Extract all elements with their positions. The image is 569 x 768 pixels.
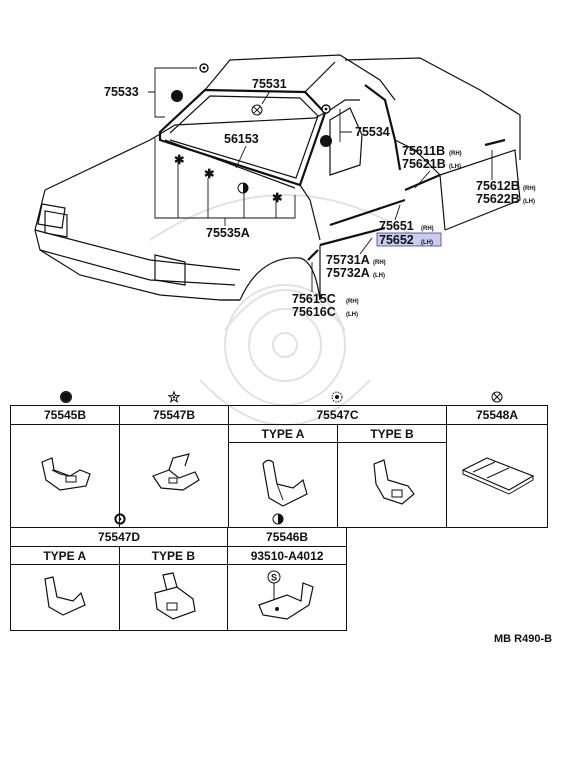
svg-text:75531: 75531 xyxy=(252,77,287,91)
col-75546b-code: 75546B xyxy=(227,527,347,547)
svg-text:(RH): (RH) xyxy=(523,186,536,192)
col-75547d-type-a: TYPE A xyxy=(10,546,120,565)
part-75547d-type-a-image xyxy=(10,564,120,631)
col-75547c-code: 75547C xyxy=(228,405,447,425)
svg-text:(LH): (LH) xyxy=(449,164,461,170)
callout-75535A: 75535A xyxy=(206,218,250,240)
svg-text:(LH): (LH) xyxy=(421,240,433,246)
part-75548a-image xyxy=(446,424,548,528)
part-75545b-image xyxy=(10,424,120,528)
svg-text:(RH): (RH) xyxy=(346,299,359,305)
ring-dot-icon xyxy=(114,513,126,525)
svg-text:75612B: 75612B xyxy=(476,179,520,193)
callout-75615C: 75615C (RH) 75616C (LH) xyxy=(292,262,359,319)
half-circle-icon xyxy=(272,513,284,525)
svg-text:(LH): (LH) xyxy=(373,273,385,279)
svg-text:75621B: 75621B xyxy=(402,157,446,171)
svg-text:75732A: 75732A xyxy=(326,266,370,280)
svg-text:(RH): (RH) xyxy=(449,151,462,157)
svg-text:✱: ✱ xyxy=(272,191,283,205)
diagram-reference-code: MB R490-B xyxy=(494,633,553,645)
callout-75651: 75651 (RH) 75652 (LH) xyxy=(376,204,442,247)
col-75547d-code: 75547D xyxy=(9,527,229,547)
callout-75533: 75533 xyxy=(104,63,209,118)
svg-text:S: S xyxy=(271,573,277,583)
col-75547d-type-b: TYPE B xyxy=(118,546,229,565)
svg-text:75652: 75652 xyxy=(379,233,414,247)
svg-text:75611B: 75611B xyxy=(402,144,445,158)
callout-56153: 56153 xyxy=(224,132,259,169)
svg-text:75533: 75533 xyxy=(104,85,139,99)
col-75545b-code: 75545B xyxy=(10,405,120,425)
callout-75731A: 75731A (RH) 75732A (LH) xyxy=(326,237,386,280)
svg-text:75731A: 75731A xyxy=(326,253,370,267)
svg-text:75535A: 75535A xyxy=(206,226,250,240)
fastener-table-1: 75545B 75547B 75547C 75548A TYPE A TYPE … xyxy=(10,405,548,528)
svg-text:75534: 75534 xyxy=(355,125,390,139)
fastener-table-2: 75547D 75546B TYPE A TYPE B 93510-A4012 … xyxy=(9,527,347,631)
truck-illustration: ✱ ✱ ✱ xyxy=(34,54,521,301)
callout-75612B: 75612B (RH) 75622B (LH) xyxy=(476,150,536,206)
part-75547c-type-b-image xyxy=(337,442,447,528)
part-93510-a4012-label: 93510-A4012 xyxy=(227,546,347,565)
col-75547c-type-a: TYPE A xyxy=(228,424,338,443)
star-icon xyxy=(168,391,180,403)
part-75546b-image: S xyxy=(227,564,347,631)
part-75547c-type-a-image xyxy=(228,442,338,528)
col-75547c-type-b: TYPE B xyxy=(337,424,447,443)
windshield-clips: ✱ ✱ ✱ xyxy=(154,138,296,219)
callout-75531: 75531 xyxy=(252,77,287,105)
part-75547d-type-b-image xyxy=(118,564,229,631)
dotted-circle-icon xyxy=(331,391,343,403)
svg-text:75651: 75651 xyxy=(379,219,414,233)
col-75547b-code: 75547B xyxy=(119,405,229,425)
svg-text:(RH): (RH) xyxy=(373,260,386,266)
svg-text:(LH): (LH) xyxy=(523,199,535,205)
svg-text:75622B: 75622B xyxy=(476,192,520,206)
callout-75611B: 75611B (RH) 75621B (LH) xyxy=(402,144,462,189)
svg-text:(RH): (RH) xyxy=(421,226,434,232)
part-75547b-image xyxy=(119,424,229,528)
crossed-circle-icon xyxy=(491,391,503,403)
filled-circle-icon xyxy=(60,391,72,403)
svg-text:56153: 56153 xyxy=(224,132,259,146)
svg-text:(LH): (LH) xyxy=(346,312,358,318)
col-75548a-code: 75548A xyxy=(446,405,548,425)
svg-text:75616C: 75616C xyxy=(292,305,336,319)
svg-text:✱: ✱ xyxy=(174,153,185,167)
svg-text:✱: ✱ xyxy=(204,167,215,181)
svg-text:75615C: 75615C xyxy=(292,292,336,306)
callout-75534: 75534 xyxy=(320,104,390,147)
highlight-75652 xyxy=(376,232,442,247)
